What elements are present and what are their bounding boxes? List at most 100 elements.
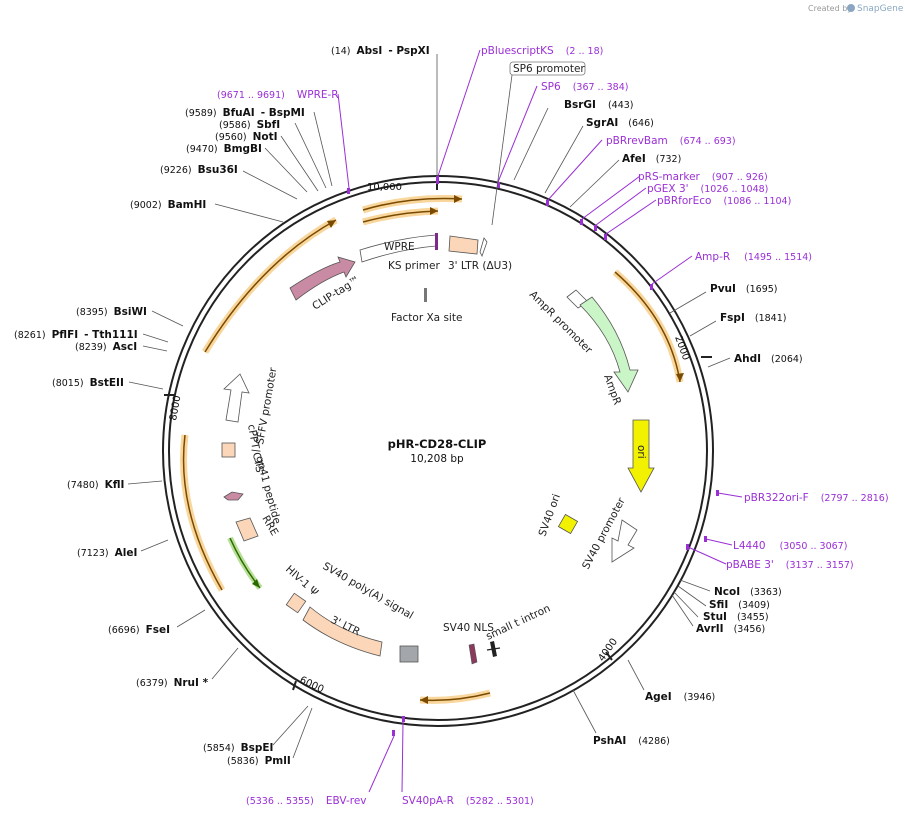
small-t-intron-line — [486, 647, 501, 651]
enzyme-label-pvui: PvuI(1695) — [710, 283, 778, 295]
arrowhead-top-1-icon — [454, 195, 462, 203]
primer-label-wpre-r: (9671 .. 9691)WPRE-R — [217, 89, 339, 101]
primer-mark-pgex3 — [594, 225, 597, 231]
tick-mark-4000 — [605, 651, 613, 661]
primer-label-pbrforeco: pBRforEco(1086 .. 1104) — [657, 195, 791, 207]
enzyme-label-sfii: SfiI(3409) — [709, 599, 770, 611]
ampr-feature — [579, 296, 639, 393]
primer-mark-wpre-r — [347, 188, 350, 194]
enzyme-label-fsei: (6696)FseI — [108, 624, 170, 636]
primer-mark-pbluescriptks — [436, 176, 439, 184]
sv40-nls-feature — [468, 643, 478, 665]
enzyme-label-pshai: PshAI(4286) — [593, 735, 670, 747]
sv40-ori-feature — [557, 513, 579, 535]
enzyme-label-sbfi: (9586)SbfI — [219, 119, 280, 131]
arrowhead-right-icon — [676, 373, 684, 382]
feature-label-ks-primer: KS primer — [388, 260, 440, 272]
tick-6000: 6000 — [298, 675, 326, 696]
arrowhead-green-icon — [252, 579, 260, 588]
enzyme-label-agei: AgeI(3946) — [645, 691, 715, 703]
ori-feature — [627, 419, 655, 493]
enzyme-label-ahdi: AhdI(2064) — [734, 353, 803, 365]
tick-mark-6000 — [292, 680, 297, 691]
sffv-promoter-feature — [223, 373, 250, 423]
primer-label-sv40pa-r: SV40pA-R(5282 .. 5301) — [402, 795, 534, 807]
primer-label-amp-r: Amp-R(1495 .. 1514) — [695, 251, 812, 263]
credit-brand: SnapGene — [857, 4, 904, 14]
feature-arc-left-bottom-line — [182, 434, 223, 591]
enzyme-label-bsrgi: BsrGI(443) — [564, 99, 634, 111]
enzyme-label-bmgbi: (9470)BmgBI — [186, 143, 262, 155]
enzyme-label-noti: (9560)NotI — [215, 131, 278, 143]
sp6-promoter-box — [509, 61, 586, 76]
primer-mark-sp6 — [497, 182, 500, 188]
enzyme-leaders — [127, 54, 731, 759]
enzyme-label-bfuai-bspmi: (9589)BfuAI- BspMI — [185, 107, 305, 119]
primer-label-pbrrevbam: pBRrevBam(674 .. 693) — [606, 135, 736, 147]
enzyme-label-pflfi-tth111i: (8261)PflFI- Tth111I — [14, 329, 138, 341]
enzyme-label-alei: (7123)AleI — [77, 547, 137, 559]
enzyme-label-bspei: (5854)BspEI — [203, 742, 273, 754]
ltr3b-feature — [302, 606, 383, 657]
arrowhead-left-top-icon — [327, 220, 336, 228]
primer-label-pbabe3: pBABE 3'(3137 .. 3157) — [726, 559, 854, 571]
enzyme-label-ncoi: NcoI(3363) — [714, 586, 782, 598]
primer-label-pbluescriptks: pBluescriptKS(2 .. 18) — [481, 45, 603, 57]
primer-mark-prs-marker — [580, 219, 583, 225]
feature-label-ori: ori — [635, 445, 647, 459]
feature-label-wpre: WPRE — [384, 241, 415, 253]
plasmid-name: pHR-CD28-CLIP — [388, 437, 487, 451]
feature-arc-left-top-line — [204, 219, 337, 353]
enzyme-label-pmli: (5836)PmlI — [227, 755, 291, 767]
feature-label-factor-xa: Factor Xa site — [391, 312, 462, 324]
primer-mark-pbrforeco — [604, 234, 607, 240]
primer-mark-l4440 — [704, 536, 707, 542]
primer-label-pgex3: pGEX 3'(1026 .. 1048) — [647, 183, 768, 195]
primer-label-l4440: L4440(3050 .. 3067) — [733, 540, 847, 552]
backbone-outer-ring — [162, 175, 714, 727]
sp6-promoter-arrow-icon — [479, 237, 488, 258]
rre-feature — [235, 517, 259, 542]
primer-mark-pbabe3 — [686, 544, 689, 550]
feature-label-sp6-promoter: SP6 promoter — [513, 63, 585, 75]
feature-label-ltr3: 3' LTR (ΔU3) — [448, 260, 512, 272]
hiv-psi-feature — [285, 592, 307, 614]
enzyme-label-stui: StuI(3455) — [703, 611, 769, 623]
enzyme-label-afei: AfeI(732) — [622, 153, 681, 165]
feature-label-sffv: SFFV promoter — [254, 366, 279, 446]
ks-primer-mark — [435, 233, 438, 250]
enzyme-label-bsiwi: (8395)BsiWI — [76, 306, 147, 318]
enzyme-label-bsu36i: (9226)Bsu36I — [160, 164, 238, 176]
enzyme-label-asci: (8239)AscI — [75, 341, 137, 353]
tick-8000: 8000 — [168, 395, 183, 422]
primer-mark-amp-r — [650, 284, 653, 290]
primer-mark-sv40pa-r — [402, 716, 405, 722]
primer-label-ebv-rev: (5336 .. 5355)EBV-rev — [246, 795, 367, 807]
enzyme-label-bsteii: (8015)BstEII — [52, 377, 124, 389]
primer-mark-ebv-rev — [392, 730, 395, 736]
sp6-promoter-leader — [491, 74, 513, 226]
ltr3-feature — [448, 235, 479, 255]
sv40-promoter-feature — [611, 519, 638, 563]
primer-leaders — [337, 49, 743, 793]
primer-label-pbr322ori-f: pBR322ori-F(2797 .. 2816) — [744, 492, 889, 504]
primer-label-prs-marker: pRS-marker(907 .. 926) — [638, 171, 768, 183]
cppt-feature — [221, 442, 236, 458]
enzyme-label-absi-pspxi: (14)AbsI- PspXI — [331, 45, 430, 57]
sv40-polya-feature — [399, 645, 419, 663]
feature-arc-top-2 — [362, 207, 439, 226]
feature-label-hiv-psi: HIV-1 Ψ — [283, 563, 320, 598]
enzyme-label-sgrai: SgrAI(646) — [586, 117, 654, 129]
primer-marks — [347, 176, 719, 736]
feature-label-sv40-nls: SV40 NLS — [443, 622, 494, 634]
primer-label-sp6: SP6(367 .. 384) — [541, 81, 628, 93]
primer-mark-pbr322ori-f — [716, 490, 719, 496]
gp41-feature — [223, 491, 244, 501]
clip-tag-feature — [289, 256, 356, 301]
enzyme-label-avrii: AvrII(3456) — [696, 623, 765, 635]
feature-arc-top-1-line — [362, 197, 463, 211]
feature-label-small-t: small t intron — [484, 602, 552, 642]
primer-mark-pbrrevbam — [546, 200, 549, 206]
plasmid-size: 10,208 bp — [410, 453, 464, 465]
